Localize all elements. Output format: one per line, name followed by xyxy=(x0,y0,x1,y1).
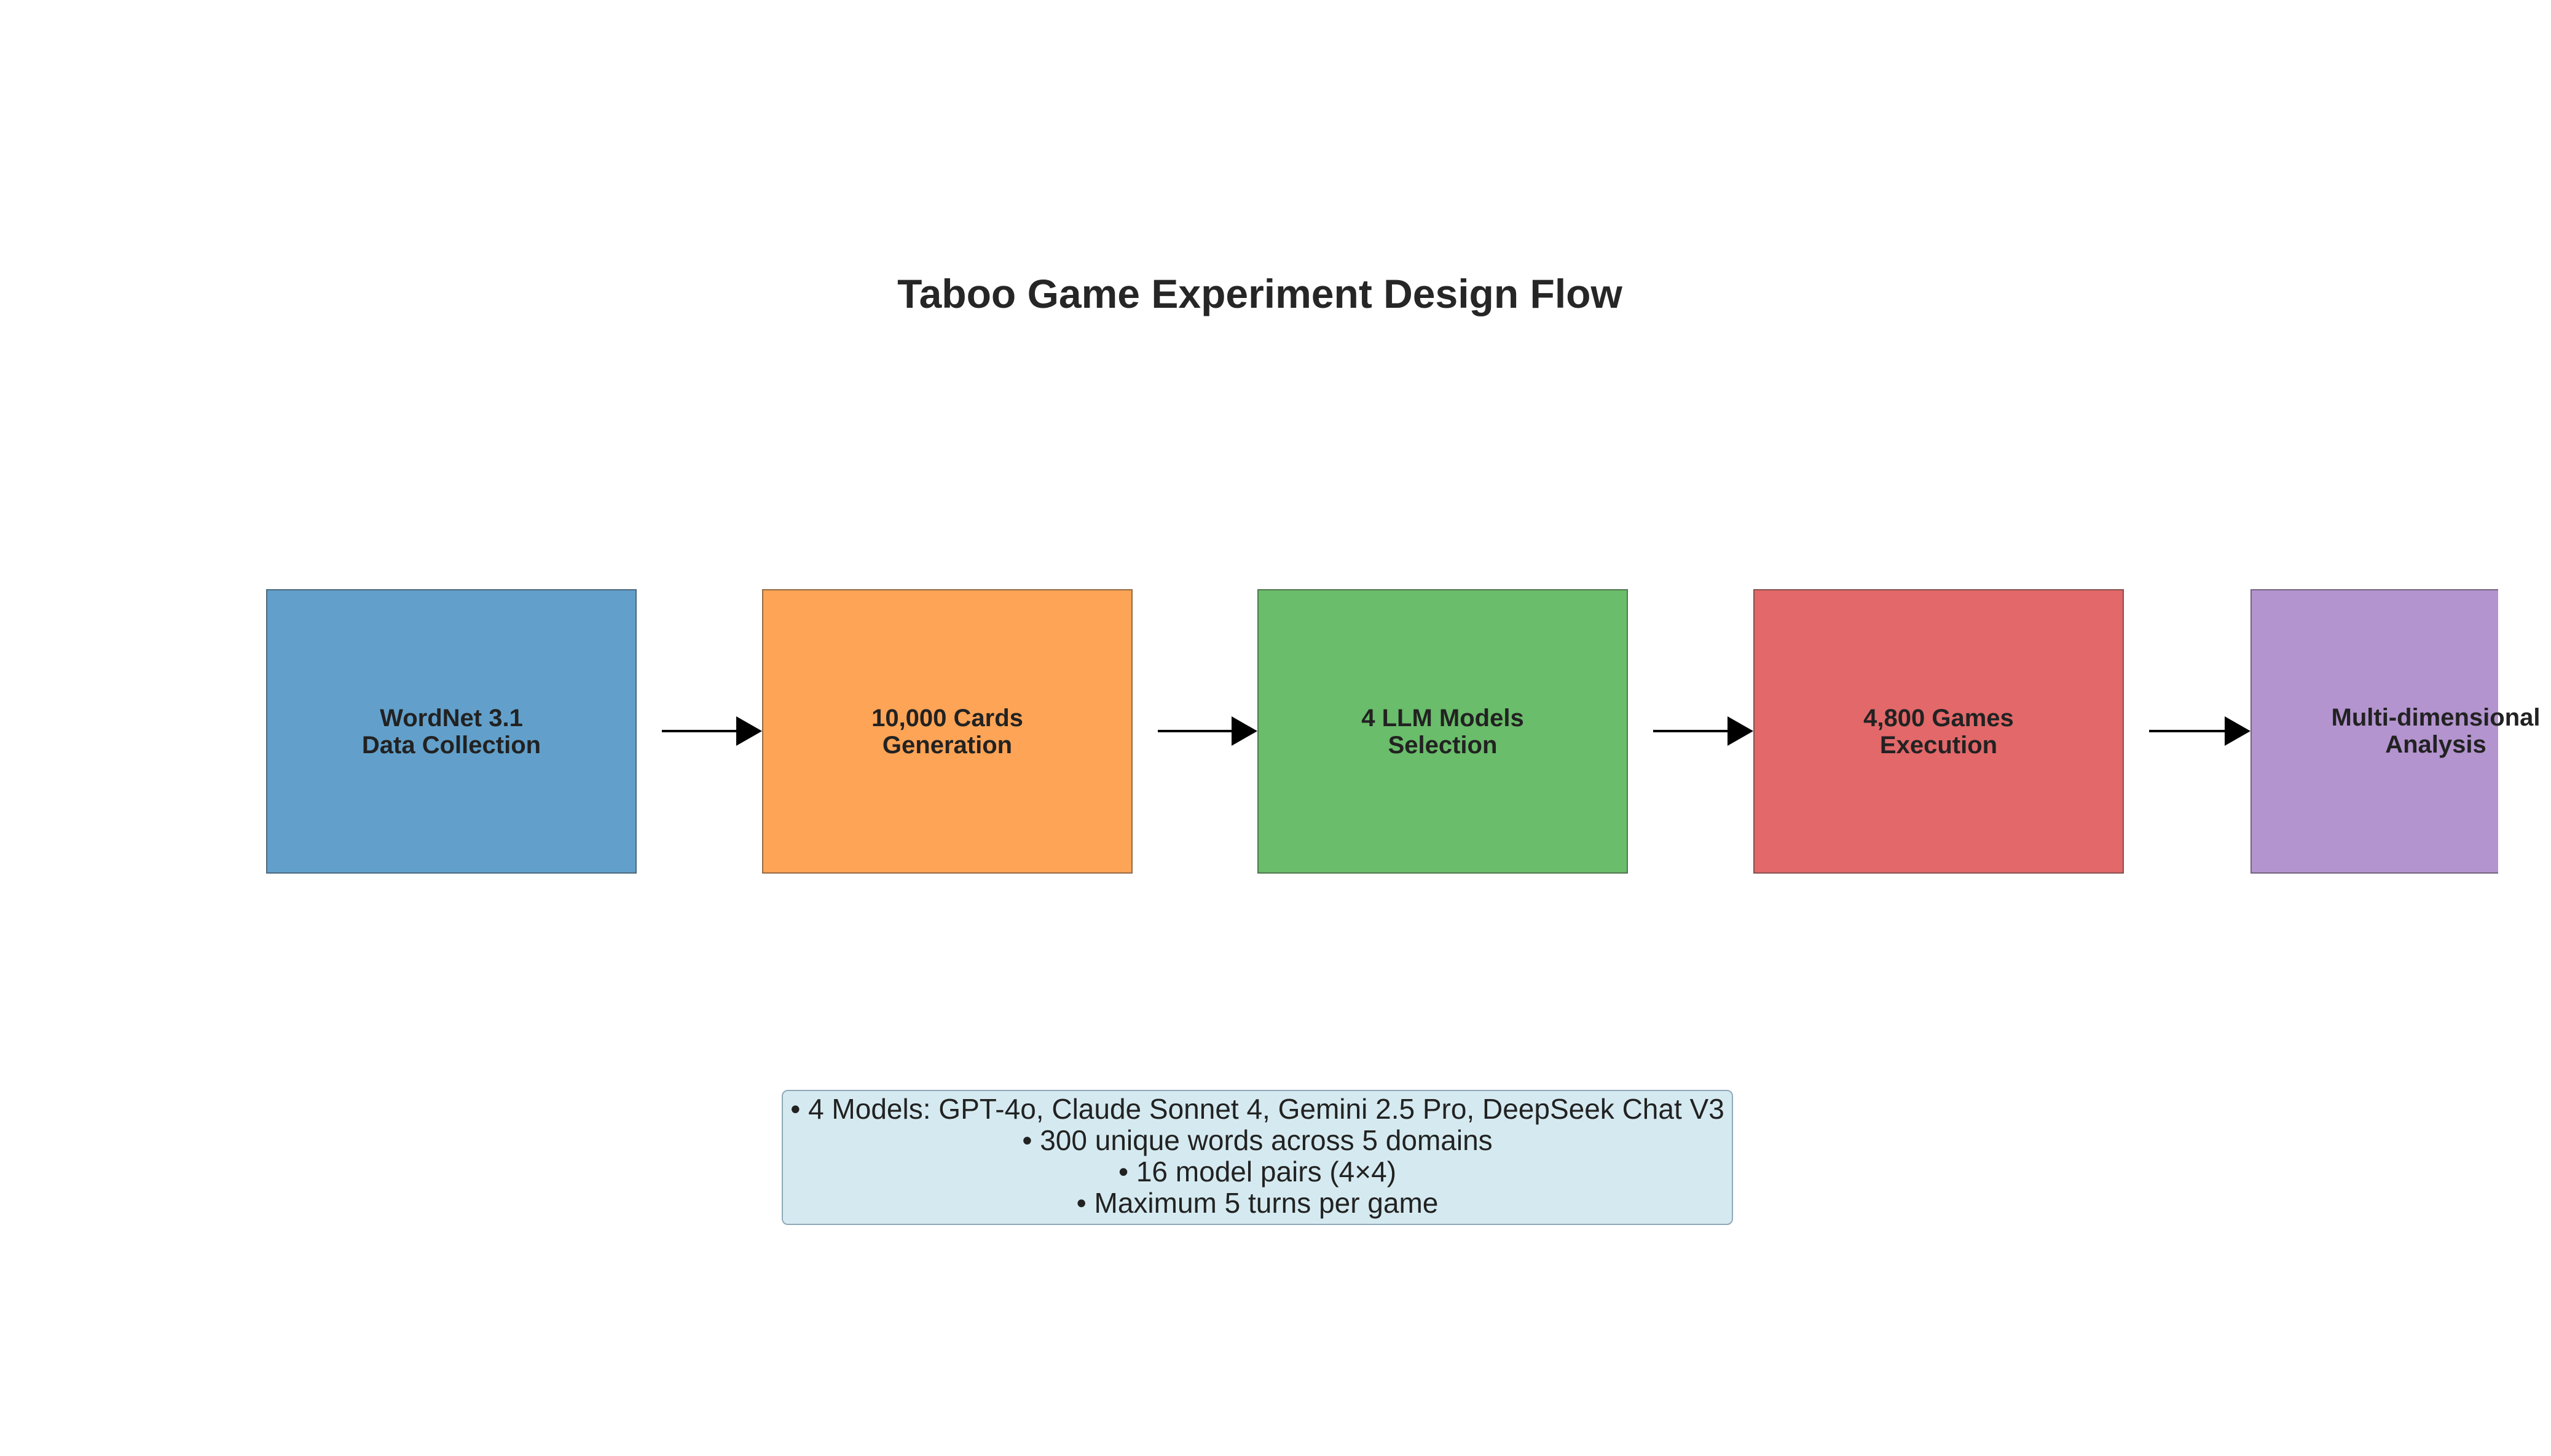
stage-label-line2: Execution xyxy=(1879,731,1998,759)
stage-label: WordNet 3.1 Data Collection xyxy=(267,705,635,759)
stage-box-game-execution: 4,800 Games Execution xyxy=(1753,589,2124,874)
stage-label-line1: WordNet 3.1 xyxy=(380,704,523,732)
stage-box-analysis xyxy=(2250,589,2498,874)
stage-clip-analysis xyxy=(2250,589,2498,874)
note-item: • 300 unique words across 5 domains xyxy=(1022,1124,1493,1156)
stage-box-card-generation: 10,000 Cards Generation xyxy=(762,589,1133,874)
stage-label-analysis: Multi-dimensional Analysis xyxy=(2250,704,2551,758)
stage-label-line2: Generation xyxy=(882,731,1013,759)
stage-label-line2: Selection xyxy=(1388,731,1498,759)
stage-box-data-collection: WordNet 3.1 Data Collection xyxy=(266,589,637,874)
stage-label-line2: Analysis xyxy=(2385,731,2486,758)
stage-label-line1: 4 LLM Models xyxy=(1361,704,1524,732)
diagram-title: Taboo Game Experiment Design Flow xyxy=(897,271,1622,316)
arrow-head-2 xyxy=(1232,716,1257,746)
arrow-head-4 xyxy=(2225,716,2250,746)
note-item: • 4 Models: GPT-4o, Claude Sonnet 4, Gem… xyxy=(790,1093,1724,1125)
stage-label-line2: Data Collection xyxy=(361,731,541,759)
notes-box: • 4 Models: GPT-4o, Claude Sonnet 4, Gem… xyxy=(782,1090,1733,1225)
stage-label: 10,000 Cards Generation xyxy=(763,705,1131,759)
stage-label-line1: Multi-dimensional xyxy=(2331,704,2541,731)
stage-box-model-selection: 4 LLM Models Selection xyxy=(1257,589,1628,874)
stage-label-line1: 4,800 Games xyxy=(1863,704,2014,732)
stage-label-line1: 10,000 Cards xyxy=(871,704,1023,732)
stage-label: 4,800 Games Execution xyxy=(1755,705,2123,759)
arrow-head-1 xyxy=(736,716,762,746)
stage-label: 4 LLM Models Selection xyxy=(1259,705,1627,759)
note-item: • Maximum 5 turns per game xyxy=(1076,1187,1439,1219)
note-item: • 16 model pairs (4×4) xyxy=(1118,1156,1397,1188)
arrow-head-3 xyxy=(1728,716,1753,746)
